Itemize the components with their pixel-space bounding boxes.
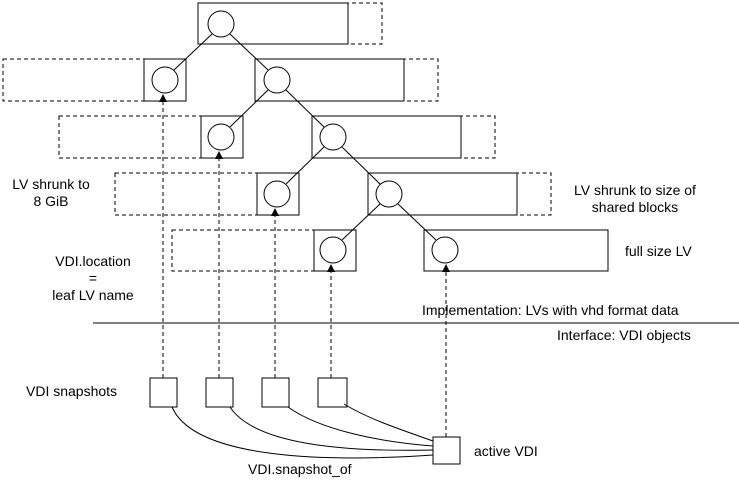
vdi-snapshot-box bbox=[261, 377, 290, 408]
vdi-location-text: VDI.location = leaf LV name bbox=[52, 253, 134, 303]
level1-lv-box bbox=[254, 58, 405, 102]
lv-shrunk-shared-label: LV shrunk to size of shared blocks bbox=[560, 182, 710, 216]
snapshot2-vhd-node bbox=[207, 123, 235, 151]
tree-edge bbox=[285, 89, 325, 128]
lv-shrunk-shared-text: LV shrunk to size of shared blocks bbox=[574, 182, 696, 215]
tree-edge bbox=[397, 203, 437, 241]
level2-vhd-node bbox=[319, 123, 347, 151]
active-vdi-box bbox=[432, 436, 461, 465]
vdi-snapshot-box bbox=[205, 377, 234, 408]
snapshot4-vhd-node bbox=[319, 236, 347, 264]
vdi-snapshot-box bbox=[317, 377, 348, 408]
full-size-lv-label: full size LV bbox=[625, 243, 692, 259]
snapshot3-vhd-node bbox=[263, 180, 291, 208]
level1-vhd-node bbox=[263, 66, 291, 94]
level3-vhd-node bbox=[375, 180, 403, 208]
snapshot-of-link bbox=[287, 406, 434, 447]
tree-edge bbox=[341, 203, 381, 241]
active-vdi-label: active VDI bbox=[474, 443, 538, 459]
implementation-label: Implementation: LVs with vhd format data bbox=[422, 302, 679, 318]
vdi-snapshot-of-label: VDI.snapshot_of bbox=[248, 461, 352, 477]
lv-shrunk-8gib-text: LV shrunk to 8 GiB bbox=[12, 176, 90, 209]
vdi-snapshots-label: VDI snapshots bbox=[26, 383, 118, 399]
snapshot-of-link bbox=[229, 406, 434, 451]
tree-edge bbox=[173, 33, 213, 71]
vdi-snapshot-box bbox=[149, 377, 178, 408]
snapshot-of-link bbox=[171, 406, 434, 459]
snapshot1-vhd-node bbox=[151, 66, 179, 94]
snapshot-of-link bbox=[343, 403, 434, 442]
active-leaf-vhd-node bbox=[431, 236, 459, 264]
vdi-location-label: VDI.location = leaf LV name bbox=[40, 253, 146, 304]
root-vhd-node bbox=[207, 10, 235, 38]
tree-edge bbox=[285, 146, 325, 185]
tree-edge bbox=[229, 89, 269, 128]
interface-label: Interface: VDI objects bbox=[557, 327, 691, 343]
tree-edge bbox=[341, 146, 381, 185]
lv-shrunk-8gib-label: LV shrunk to 8 GiB bbox=[2, 176, 100, 210]
tree-edge bbox=[229, 33, 269, 71]
